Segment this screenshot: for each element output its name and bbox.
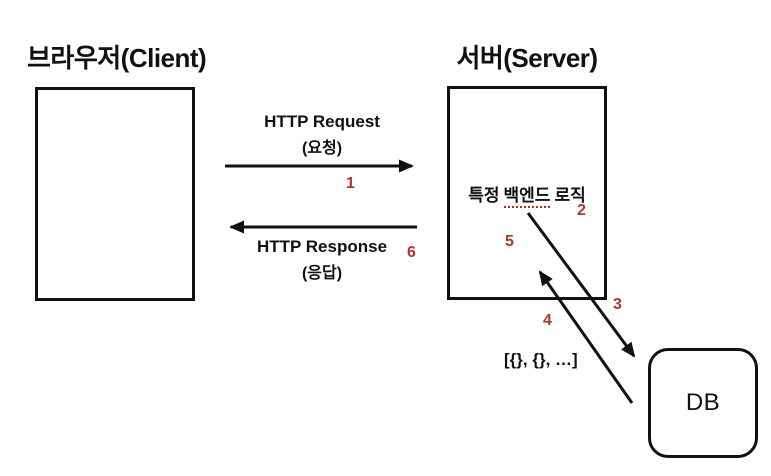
backend-logic-underlined: 백엔드 — [503, 186, 551, 208]
payload-label: [{}, {}, …] — [504, 350, 578, 369]
db-box: DB — [648, 348, 758, 458]
request-label: HTTP Request (요청) — [232, 112, 412, 158]
step-number-2: 2 — [577, 202, 586, 219]
server-title: 서버(Server) — [456, 43, 598, 73]
step-number-4: 4 — [543, 312, 552, 329]
db-label: DB — [685, 389, 721, 416]
request-label-line2: (요청) — [301, 140, 343, 157]
step-number-5: 5 — [505, 233, 514, 250]
response-label: HTTP Response (응답) — [232, 237, 412, 283]
backend-logic-prefix: 특정 — [468, 186, 500, 205]
client-box — [35, 87, 195, 301]
step-number-3: 3 — [613, 296, 622, 313]
step-number-6: 6 — [407, 244, 416, 261]
backend-logic-suffix: 로직 — [554, 186, 586, 205]
request-label-line1: HTTP Request — [264, 112, 380, 131]
response-label-line2: (응답) — [301, 265, 343, 282]
step-number-1: 1 — [346, 175, 355, 192]
client-title: 브라우저(Client) — [27, 43, 207, 73]
response-label-line1: HTTP Response — [256, 237, 388, 256]
